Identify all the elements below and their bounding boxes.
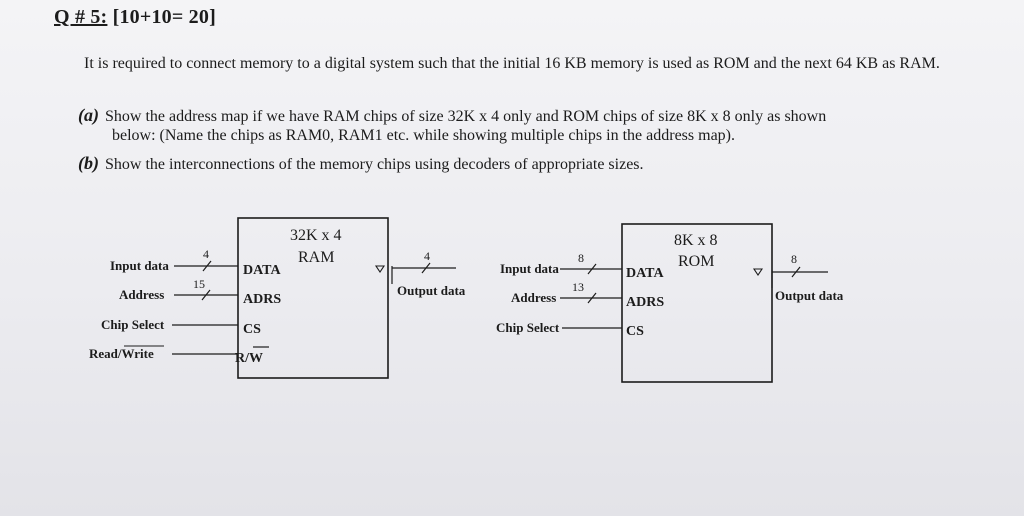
rom-pin-data: DATA (626, 266, 664, 281)
question-title: Q # 5: [10+10= 20] (54, 6, 216, 29)
rom-output-data-width: 8 (791, 252, 797, 266)
question-intro: It is required to connect memory to a di… (84, 55, 940, 72)
ram-pin-rw: R/W (235, 351, 263, 366)
rom-type-label: ROM (678, 253, 714, 270)
rom-output-data-slash (791, 266, 801, 278)
ram-chip-diagram: 32K x 4 RAM DATA ADRS CS R/W Input data … (89, 217, 466, 379)
ram-output-data-label: Output data (397, 283, 466, 298)
question-marks: [10+10= 20] (112, 6, 216, 28)
rom-chip-box (621, 223, 773, 383)
part-a-line1: Show the address map if we have RAM chip… (105, 108, 827, 125)
ram-pin-data: DATA (243, 263, 281, 278)
rom-input-data-label: Input data (500, 261, 559, 276)
part-b: (b) Show the interconnections of the memo… (78, 154, 1018, 174)
ram-output-data-slash (421, 262, 431, 274)
rom-address-slash (587, 292, 597, 304)
question-number: Q # 5: (54, 6, 108, 28)
part-b-tag: (b) (78, 153, 99, 173)
rom-input-data-slash (587, 263, 597, 275)
rom-chip-diagram: 8K x 8 ROM DATA ADRS CS Input data 8 Add… (496, 223, 844, 383)
ram-chip-select-label: Chip Select (101, 317, 165, 332)
memory-chip-diagrams: 32K x 4 RAM DATA ADRS CS R/W Input data … (89, 217, 844, 383)
ram-size-label: 32K x 4 (290, 227, 342, 244)
ram-output-data-width: 4 (424, 249, 430, 263)
ram-address-width: 15 (193, 277, 205, 291)
ram-read-write-label: Read/Write (89, 346, 154, 361)
part-a-line2: below: (Name the chips as RAM0, RAM1 etc… (112, 127, 736, 144)
part-b-text: Show the interconnections of the memory … (105, 156, 644, 173)
ram-input-data-width: 4 (203, 247, 209, 261)
rom-input-data-width: 8 (578, 251, 584, 265)
rom-size-label: 8K x 8 (674, 232, 718, 249)
ram-input-data-slash (202, 260, 212, 272)
ram-address-slash (201, 289, 211, 301)
ram-type-label: RAM (298, 249, 334, 266)
rom-address-width: 13 (572, 280, 584, 294)
part-a: (a) Show the address map if we have RAM c… (78, 106, 1018, 145)
ram-tristate-icon (374, 265, 386, 273)
rom-pin-cs: CS (626, 324, 644, 339)
ram-address-label: Address (119, 287, 164, 302)
part-a-tag: (a) (78, 105, 99, 125)
rom-chip-select-label: Chip Select (496, 320, 560, 335)
rom-output-data-label: Output data (775, 288, 844, 303)
rom-pin-adrs: ADRS (626, 295, 664, 310)
rom-tristate-icon (752, 268, 764, 276)
ram-pin-adrs: ADRS (243, 292, 281, 307)
ram-chip-box (237, 217, 389, 379)
ram-input-data-label: Input data (110, 258, 169, 273)
rom-address-label: Address (511, 290, 556, 305)
ram-pin-cs: CS (243, 322, 261, 337)
